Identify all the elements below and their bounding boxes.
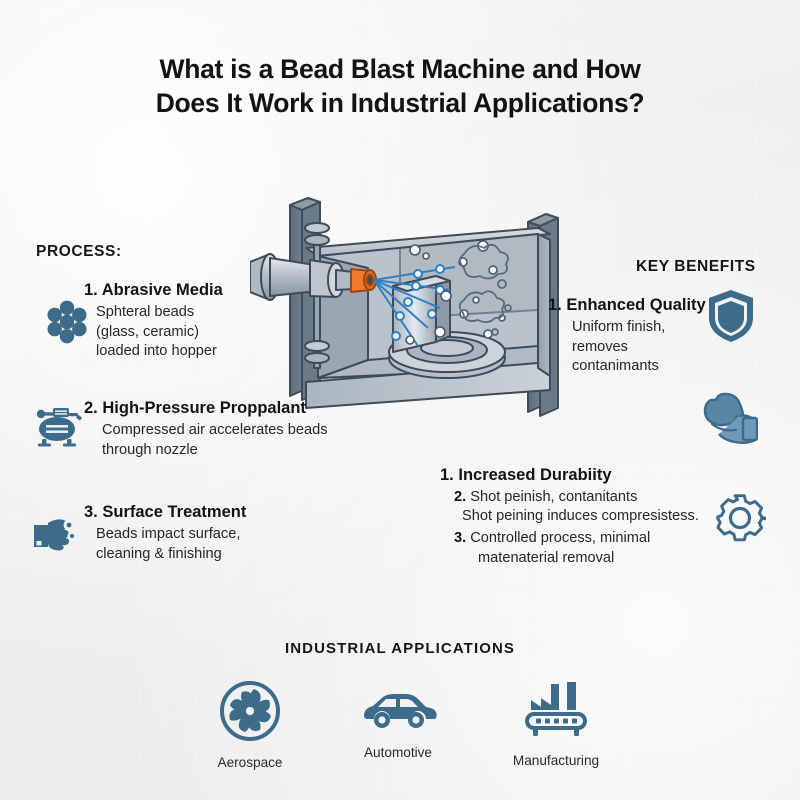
air-compressor-icon bbox=[32, 405, 84, 452]
process-item-1-title: 1. Abrasive Media bbox=[84, 281, 223, 300]
hand-tool-icon bbox=[32, 509, 84, 556]
benefit-item-1: 1. Enhanced Quality Uniform finish, remo… bbox=[548, 296, 706, 377]
workpiece bbox=[392, 275, 451, 353]
benefit-item-2-number: 1. bbox=[440, 466, 454, 484]
benefit-item-2-sub-3-text: Controlled process, minimal bbox=[470, 530, 651, 546]
benefits-section-heading: KEY BENEFITS bbox=[636, 258, 756, 275]
page-title-line-2: Does It Work in Industrial Applications? bbox=[155, 88, 645, 118]
benefit-item-1-number: 1. bbox=[548, 296, 562, 314]
application-manufacturing: Manufacturing bbox=[496, 680, 616, 768]
process-item-3-title: 3. Surface Treatment bbox=[84, 503, 246, 522]
factory-conveyor-icon bbox=[496, 680, 616, 745]
benefit-item-2-title: 1. Increased Durabiity bbox=[440, 466, 740, 485]
process-item-1-body: Sphteral beads (glass, ceramic) loaded i… bbox=[96, 304, 217, 359]
nozzle-tip bbox=[350, 268, 377, 293]
blast-nozzle bbox=[249, 222, 355, 369]
process-item-3-label: Surface Treatment bbox=[102, 503, 247, 521]
application-aerospace: Aerospace bbox=[190, 680, 310, 770]
benefit-item-2-sub-3-text-cont: matenaterial removal bbox=[478, 549, 615, 566]
benefit-item-2-sub-1: 2. Shot peinish, contanitants bbox=[454, 489, 740, 505]
process-item-1-label: Abrasive Media bbox=[101, 281, 223, 299]
benefit-item-2-sub-1-number: 2. bbox=[454, 489, 467, 505]
benefit-item-2-sub-1-text: Shot peinish, contanitants bbox=[470, 489, 638, 505]
shield-icon bbox=[706, 288, 756, 349]
application-aerospace-label: Aerospace bbox=[217, 755, 283, 770]
benefit-item-2-sub-2: Shot peining induces compresistess. bbox=[462, 508, 699, 524]
process-item-3: 3. Surface Treatment Beads impact surfac… bbox=[84, 503, 246, 564]
application-automotive: Automotive bbox=[338, 686, 458, 760]
benefit-item-1-title: 1. Enhanced Quality bbox=[548, 296, 706, 315]
car-icon bbox=[338, 686, 458, 737]
benefit-item-2-label: Increased Durabiity bbox=[458, 466, 612, 484]
gear-icon bbox=[714, 492, 769, 549]
benefit-item-2: 1. Increased Durabiity 2. Shot peinish, … bbox=[440, 466, 740, 568]
benefit-item-2-sub-3-number: 3. bbox=[454, 530, 467, 546]
arm-muscle-icon bbox=[702, 392, 759, 449]
process-item-1: 1. Abrasive Media Sphteral beads (glass,… bbox=[84, 281, 223, 362]
process-item-2-title: 2. High-Pressure Proppalant bbox=[84, 399, 328, 418]
page-title-line-1: What is a Bead Blast Machine and How bbox=[159, 54, 641, 84]
benefit-item-1-body: Uniform finish, removes contanimants bbox=[572, 319, 666, 374]
page-title: What is a Bead Blast Machine and How Doe… bbox=[0, 52, 800, 120]
dust-cloud bbox=[458, 243, 512, 336]
process-item-2: 2. High-Pressure Proppalant Compressed a… bbox=[84, 399, 328, 460]
benefit-item-2-sub-3: 3. Controlled process, minimal matenater… bbox=[454, 529, 740, 568]
turbine-fan-icon bbox=[190, 680, 310, 747]
application-manufacturing-label: Manufacturing bbox=[512, 753, 600, 768]
process-item-3-body: Beads impact surface, cleaning & finishi… bbox=[96, 526, 241, 562]
process-item-1-number: 1. bbox=[84, 281, 98, 299]
beads-icon bbox=[44, 300, 90, 349]
process-item-2-label: High-Pressure Proppalant bbox=[102, 399, 306, 417]
bead-blast-machine-illustration bbox=[249, 150, 600, 450]
process-item-3-number: 3. bbox=[84, 503, 98, 521]
benefit-item-1-label: Enhanced Quality bbox=[566, 296, 706, 314]
process-section-heading: PROCESS: bbox=[36, 243, 122, 260]
applications-section-heading: INDUSTRIAL APPLICATIONS bbox=[284, 640, 516, 657]
process-item-2-body: Compressed air accelerates beads through… bbox=[102, 422, 328, 458]
process-item-2-number: 2. bbox=[84, 399, 98, 417]
application-automotive-label: Automotive bbox=[363, 745, 432, 760]
